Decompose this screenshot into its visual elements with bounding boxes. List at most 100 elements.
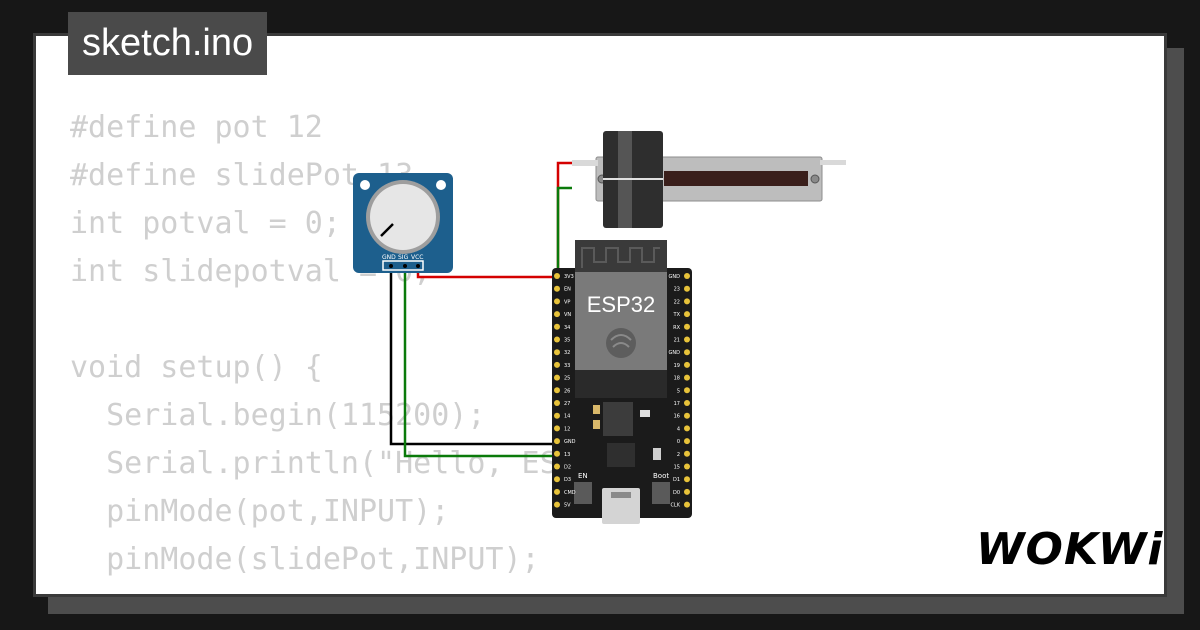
esp32-pin[interactable] (684, 501, 690, 508)
en-button-label: EN (578, 472, 588, 480)
pot-pin-gnd[interactable] (389, 264, 393, 268)
rotary-potentiometer[interactable]: GND SIG VCC (353, 173, 453, 273)
esp32-pin[interactable] (684, 323, 690, 330)
code-line: int potval = 0; (70, 206, 341, 241)
esp32-pin-label: 23 (674, 287, 680, 293)
slide-potentiometer[interactable] (572, 131, 846, 228)
slide-pot-screw-right (810, 174, 820, 184)
esp32-pin-label: GND (669, 350, 681, 356)
esp32-pin[interactable] (684, 285, 690, 292)
esp32-pin-label: EN (564, 287, 571, 293)
esp32-pin[interactable] (684, 298, 690, 305)
pot-label-sig: SIG (398, 254, 409, 261)
wire-green-pot-sig (403, 266, 556, 458)
esp32-pin-label: 16 (674, 414, 680, 420)
esp32-pin-label: 0 (677, 439, 680, 445)
esp32-pin[interactable] (554, 476, 560, 483)
esp32-pin-label: 3V3 (564, 274, 574, 280)
esp32-pin-label: GND (669, 274, 681, 280)
micro-usb-opening (611, 492, 631, 498)
esp32-pin[interactable] (684, 450, 690, 457)
esp32-pin-label: 15 (674, 465, 680, 471)
slide-pot-rail-left (572, 160, 598, 166)
esp32-pin[interactable] (684, 273, 690, 279)
esp32-pin[interactable] (554, 336, 560, 343)
esp32-pin[interactable] (554, 298, 560, 305)
esp32-pin[interactable] (554, 450, 560, 457)
esp32-pin[interactable] (554, 438, 560, 445)
slide-pot-track (664, 171, 808, 186)
esp32-pin-label: VN (564, 312, 571, 318)
esp32-pin-label: 5 (677, 388, 680, 394)
espressif-logo-arc (610, 334, 632, 348)
esp32-pin[interactable] (554, 361, 560, 368)
esp32-pin-label: 19 (674, 363, 680, 369)
esp32-pin-label: 26 (564, 388, 570, 394)
esp32-pin-label: 5V (564, 503, 571, 509)
pot-knob-indicator (380, 223, 394, 237)
esp32-pin-label: CMD (564, 490, 576, 496)
esp32-pin[interactable] (684, 438, 690, 445)
esp32-board[interactable]: ESP32 EN Boot 3V3ENVPVN34353233252627141… (552, 240, 692, 524)
esp32-pin[interactable] (554, 463, 560, 470)
esp32-module-pads (575, 370, 667, 398)
esp32-pin[interactable] (554, 311, 560, 318)
pot-hole-left (360, 180, 370, 190)
esp32-pin[interactable] (684, 425, 690, 432)
esp32-pin[interactable] (684, 488, 690, 495)
esp32-pin-label: D0 (673, 490, 680, 496)
code-line: pinMode(slidePot,INPUT); (70, 542, 540, 577)
esp32-antenna (575, 240, 667, 274)
pot-pin-header (382, 260, 424, 271)
esp32-pin[interactable] (554, 374, 560, 381)
code-line: void setup() { (70, 350, 323, 385)
esp32-chip-label: ESP32 (587, 292, 656, 317)
esp32-pin-label: 12 (564, 426, 570, 432)
esp32-pin[interactable] (554, 412, 560, 419)
esp32-pin[interactable] (684, 412, 690, 419)
esp32-pin[interactable] (554, 488, 560, 495)
file-tab[interactable]: sketch.ino (68, 12, 268, 75)
esp32-pin[interactable] (684, 463, 690, 470)
esp32-pin[interactable] (684, 387, 690, 394)
esp32-pin[interactable] (554, 425, 560, 432)
esp32-regulator (603, 402, 633, 436)
wire-black-pot-gnd (389, 266, 556, 446)
wire-red-slide-vcc (556, 161, 572, 274)
esp32-pin[interactable] (684, 361, 690, 368)
esp32-pin[interactable] (684, 476, 690, 483)
esp32-pin[interactable] (684, 311, 690, 318)
esp32-pin[interactable] (554, 323, 560, 330)
esp32-pin-label: VP (564, 299, 570, 305)
en-button[interactable] (574, 482, 592, 504)
esp32-pin-label: 34 (564, 325, 570, 331)
esp32-pin-label: CLK (670, 503, 680, 509)
esp32-smd-2 (593, 420, 600, 429)
esp32-pin-label: RX (673, 325, 680, 331)
pot-knob-inner (370, 184, 436, 250)
esp32-pin[interactable] (554, 387, 560, 394)
esp32-pin-label: 13 (564, 452, 570, 458)
esp32-smd-4 (653, 448, 661, 460)
code-line: pinMode(pot,INPUT); (70, 494, 450, 529)
esp32-pin[interactable] (684, 400, 690, 406)
esp32-pin[interactable] (554, 273, 560, 279)
esp32-antenna-trace (581, 247, 660, 268)
esp32-pin-label: D1 (673, 477, 680, 483)
esp32-pin[interactable] (684, 374, 690, 381)
pot-pin-vcc[interactable] (416, 264, 420, 268)
esp32-pin[interactable] (554, 501, 560, 508)
left-pin-header: 3V3ENVPVN343532332526271412GND13D2D3CMD5… (554, 273, 576, 509)
esp32-pin-label: 33 (564, 363, 570, 369)
esp32-pin[interactable] (554, 349, 560, 356)
boot-button[interactable] (652, 482, 670, 504)
esp32-pin[interactable] (554, 285, 560, 292)
esp32-pin-label: 17 (674, 401, 680, 407)
pot-hole-right (436, 180, 446, 190)
esp32-pin[interactable] (684, 336, 690, 343)
esp32-pin[interactable] (554, 400, 560, 406)
pot-pin-sig[interactable] (403, 264, 407, 268)
esp32-pin-label: 21 (674, 338, 680, 344)
esp32-pin[interactable] (684, 349, 690, 356)
